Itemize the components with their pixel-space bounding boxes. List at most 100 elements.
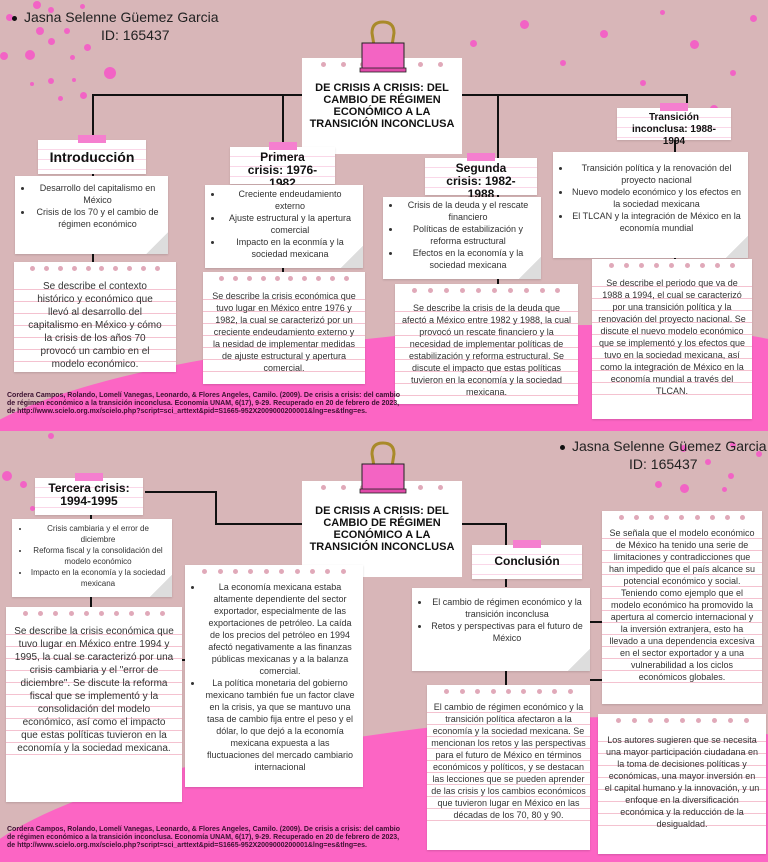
- conclusion-summary: El cambio de régimen económico y la tran…: [427, 701, 590, 821]
- main-title-card: DE CRISIS A CRISIS: DEL CAMBIO DE RÉGIME…: [302, 481, 462, 577]
- decor-dot: [680, 484, 689, 493]
- list-item: La economía mexicana estaba altamente de…: [203, 581, 357, 677]
- third-crisis-bullets-card: Crisis cambiaria y el error de diciembre…: [12, 519, 172, 597]
- decor-dot: [80, 92, 87, 99]
- decor-dot: [84, 44, 91, 51]
- bullet-icon: [12, 15, 17, 21]
- author-id: ID: 165437: [629, 456, 698, 472]
- decor-dot: [72, 78, 76, 82]
- list-item: Creciente endeudamiento externo: [223, 188, 357, 212]
- decor-dot: [705, 459, 711, 465]
- tape-tab: [660, 103, 688, 111]
- decor-dot: [36, 27, 44, 35]
- third-crisis-summary-card: Se describe la crisis económica que tuvo…: [6, 607, 182, 802]
- ring-holes: [602, 511, 762, 527]
- list-item: El TLCAN y la integración de México en l…: [571, 210, 742, 234]
- tape-tab: [78, 135, 106, 143]
- transition-summary: Se describe el periodo que va de 1988 a …: [592, 275, 752, 399]
- third-crisis-details-list: La economía mexicana estaba altamente de…: [185, 581, 363, 773]
- author-block: Jasna Selenne Güemez Garcia ID: 165437: [12, 8, 219, 44]
- decor-dot: [64, 28, 70, 34]
- decor-dot: [756, 451, 762, 457]
- list-item: Crisis cambiaria y el error de diciembre: [30, 523, 166, 545]
- third-crisis-title-card: Tercera crisis: 1994-1995: [35, 473, 143, 515]
- decor-dot: [80, 4, 85, 9]
- main-title-card: DE CRISIS A CRISIS: DEL CAMBIO DE RÉGIME…: [302, 58, 462, 154]
- first-crisis-summary-card: Se describe la crisis económica que tuvo…: [203, 272, 365, 384]
- list-item: Nuevo modelo económico y los efectos en …: [571, 186, 742, 210]
- list-item: Retos y perspectivas para el futuro de M…: [430, 620, 584, 644]
- decor-dot: [728, 473, 734, 479]
- decor-dot: [600, 30, 608, 38]
- ring-holes: [6, 607, 182, 623]
- conclusion-limits-card: Se señala que el modelo económico de Méx…: [602, 511, 762, 704]
- ring-holes: [427, 685, 590, 701]
- transition-bullet-list: Transición política y la renovación del …: [553, 162, 748, 234]
- third-crisis-bullet-list: Crisis cambiaria y el error de diciembre…: [12, 523, 172, 589]
- tape-tab: [467, 153, 495, 161]
- connector-line: [462, 94, 687, 96]
- first-crisis-summary: Se describe la crisis económica que tuvo…: [203, 288, 365, 376]
- connector-line: [90, 593, 92, 607]
- author-name: Jasna Selenne Güemez Garcia: [572, 438, 767, 454]
- decor-dot: [660, 10, 665, 15]
- decor-dot: [520, 20, 529, 29]
- bottom-panel: Jasna Selenne Güemez Garcia ID: 165437 D…: [0, 431, 768, 862]
- list-item: Ajuste estructural y la apertura comerci…: [223, 212, 357, 236]
- main-title: DE CRISIS A CRISIS: DEL CAMBIO DE RÉGIME…: [309, 82, 455, 130]
- decor-dot: [30, 506, 35, 511]
- connector-line: [145, 491, 215, 493]
- author-block: Jasna Selenne Güemez Garcia ID: 165437: [560, 437, 767, 473]
- conclusion-bullets-card: El cambio de régimen económico y la tran…: [412, 588, 590, 671]
- reference-citation: Cordera Campos, Rolando, Lomelí Vanegas,…: [7, 826, 401, 849]
- intro-bullet-list: Desarrollo del capitalismo en México Cri…: [15, 182, 168, 230]
- connector-line: [505, 573, 507, 587]
- decor-dot: [48, 7, 54, 13]
- connector-line: [497, 94, 499, 159]
- list-item: Impacto en la econmía y la sociedad mexi…: [223, 236, 357, 260]
- decor-dot: [690, 40, 699, 49]
- decor-dot: [48, 433, 54, 439]
- first-crisis-bullet-list: Creciente endeudamiento externo Ajuste e…: [205, 188, 363, 260]
- decor-dot: [30, 82, 34, 86]
- second-crisis-summary-card: Se describe la crisis de la deuda que af…: [395, 284, 578, 404]
- intro-title-card: Introducción: [38, 135, 146, 174]
- connector-line: [92, 94, 302, 96]
- first-crisis-bullets-card: Creciente endeudamiento externo Ajuste e…: [205, 185, 363, 268]
- decor-dot: [48, 78, 54, 84]
- decor-dot: [6, 14, 13, 21]
- connector-line: [674, 135, 676, 153]
- decor-dot: [2, 471, 12, 481]
- ring-holes: [203, 272, 365, 288]
- list-item: Transición política y la renovación del …: [571, 162, 742, 186]
- conclusion-bullet-list: El cambio de régimen económico y la tran…: [412, 596, 590, 644]
- author-id: ID: 165437: [101, 27, 170, 43]
- reference-citation: Cordera Campos, Rolando, Lomelí Vanegas,…: [7, 392, 401, 415]
- connector-line: [215, 491, 217, 524]
- tape-tab: [268, 142, 297, 150]
- author-name: Jasna Selenne Güemez Garcia: [24, 9, 219, 25]
- second-crisis-bullet-list: Crisis de la deuda y el rescate financie…: [383, 199, 541, 271]
- list-item: Crisis de la deuda y el rescate financie…: [401, 199, 535, 223]
- decor-dot: [33, 1, 41, 9]
- third-crisis-details-card: La economía mexicana estaba altamente de…: [185, 565, 363, 787]
- connector-line: [590, 679, 602, 681]
- intro-summary-card: Se describe el contexto histórico y econ…: [14, 262, 176, 373]
- tape-tab: [75, 473, 103, 481]
- transition-title-card: Transición inconclusa: 1988-1994: [617, 103, 731, 147]
- second-crisis-summary: Se describe la crisis de la deuda que af…: [395, 300, 578, 400]
- intro-summary: Se describe el contexto histórico y econ…: [14, 278, 176, 373]
- third-crisis-summary: Se describe la crisis económica que tuvo…: [6, 623, 182, 757]
- decor-dot: [25, 50, 35, 60]
- conclusion-title-card: Conclusión: [472, 540, 582, 579]
- ring-holes: [185, 565, 363, 581]
- intro-bullets-card: Desarrollo del capitalismo en México Cri…: [15, 176, 168, 254]
- decor-dot: [640, 80, 646, 86]
- decor-dot: [730, 442, 736, 448]
- decor-dot: [48, 38, 55, 45]
- transition-summary-card: Se describe el periodo que va de 1988 a …: [592, 259, 752, 419]
- list-item: Reforma fiscal y la consolidación del mo…: [30, 545, 166, 567]
- second-crisis-title: Segunda crisis: 1982-1988: [446, 161, 516, 201]
- second-crisis-title-card: Segunda crisis: 1982-1988: [425, 153, 537, 201]
- conclusion-suggestions-card: Los autores sugieren que se necesita una…: [598, 714, 766, 854]
